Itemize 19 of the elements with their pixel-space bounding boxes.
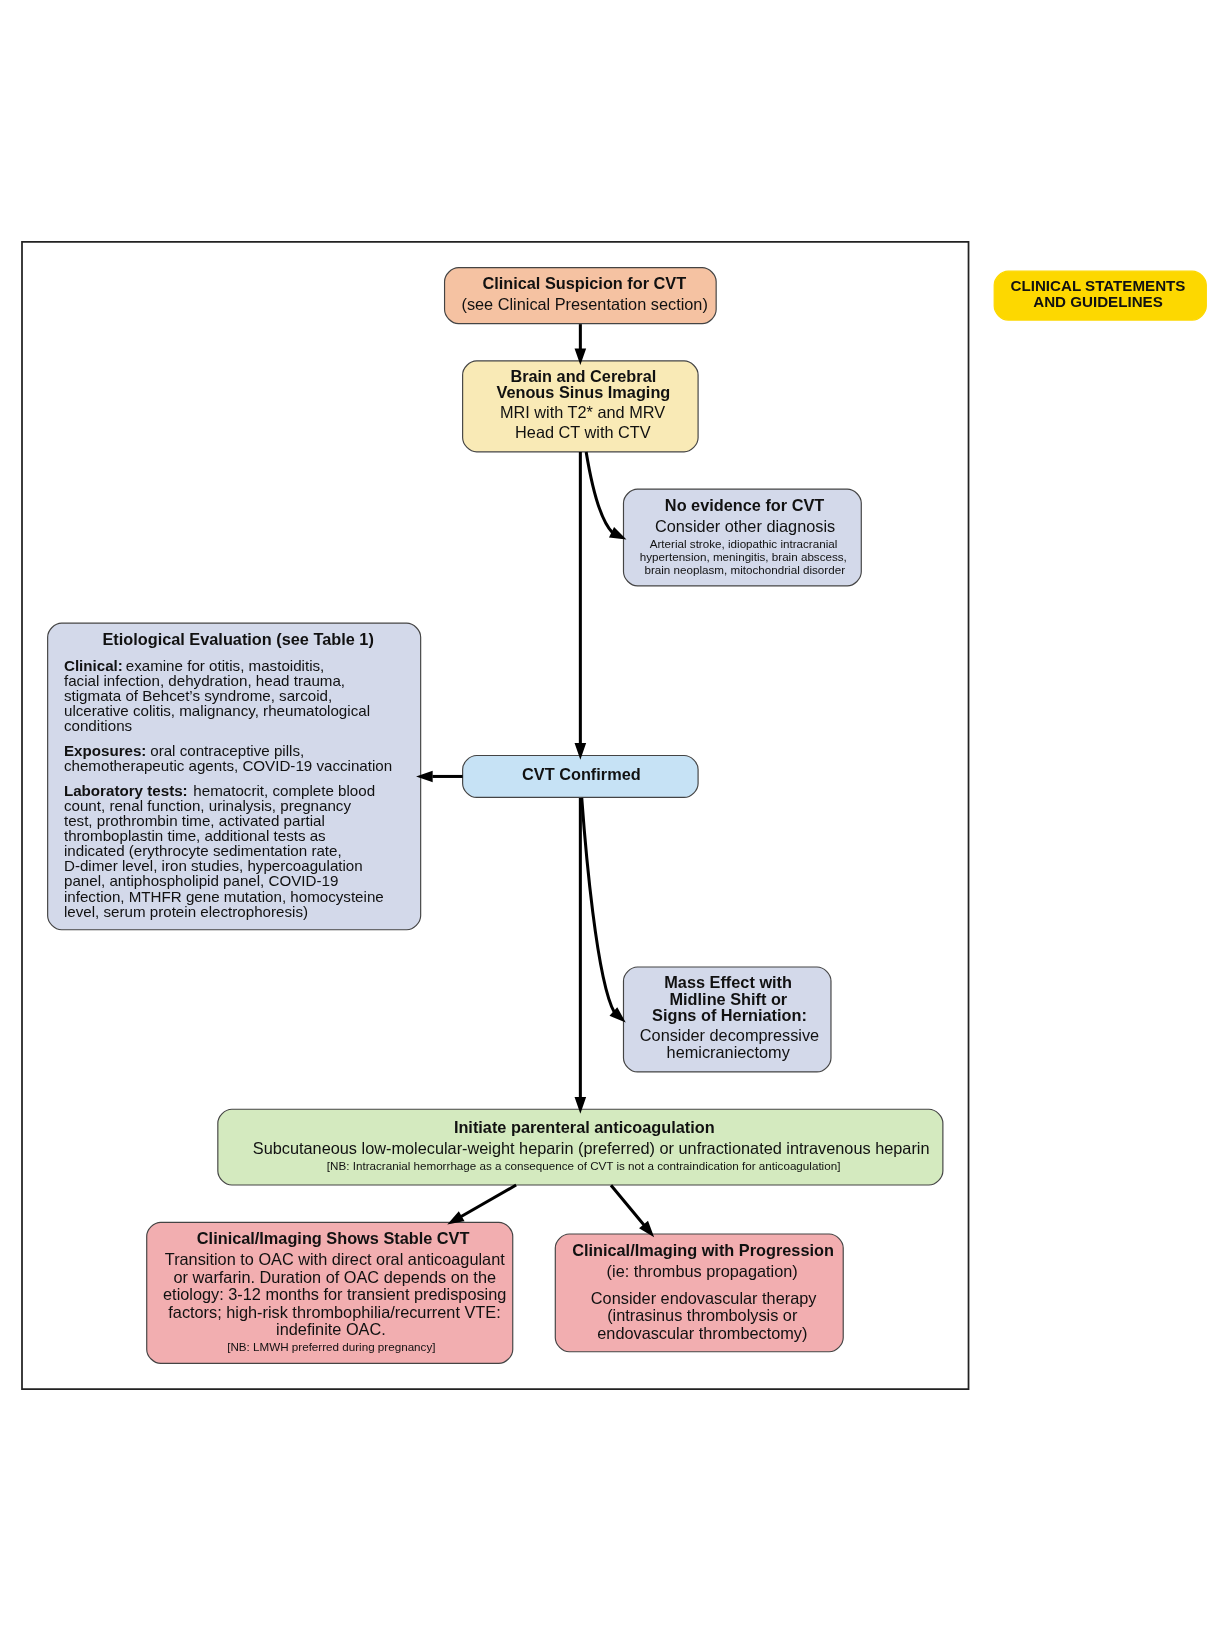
node-box: Initiate parenteral anticoagulation Subcutaneous low-molecular-weight heparin (preferred) or unfractionated intravenous heparin [NB: Intracranial hemorrhage as a consequence of CVT is not a contraindication for anticoagulation] [217, 1108, 944, 1186]
arrow [574, 451, 587, 760]
arrow [584, 451, 627, 540]
node-box: CVT Confirmed [462, 754, 699, 798]
node-box: Etiological Evaluation (see Table 1) Clinical: examine for otitis, mastoiditis, facial infection, dehydration, head trauma, stigmata of Behcet’s syndrome, sarcoid, ulcerative colitis, malignancy, rheumatological conditions Exposures: oral contraceptive pills, chemotherapeutic agents, COVID-19 vaccination Laboratory tests: hematocrit, complete blood count, renal function, urinalysis, pregnancy test, prothrombin time, activated partial thromboplastin time, additional tests as indicated (erythrocyte sedimentation rate, D-dimer level, iron studies, hypercoagulation panel, antiphospholipid panel, COVID-19 infection, MTHFR gene mutation, homocysteine level, serum protein electrophoresis) [47, 622, 422, 931]
node-box: Mass Effect with Midline Shift or Signs of Herniation: Consider decompressive hemicraniectomy [622, 966, 832, 1073]
node-box: Clinical/Imaging with Progression (ie: thrombus propagation) Consider endovascular therapy (intrasinus thrombolysis or endovascular thrombectomy) [554, 1233, 844, 1353]
node-box: CLINICAL STATEMENTS AND GUIDELINES [993, 270, 1207, 321]
node-box: Clinical Suspicion for CVT (see Clinical Presentation section) [443, 267, 717, 325]
node-box: No evidence for CVT Consider other diagnosis Arterial stroke, idiopathic intracranial hypertension, meningitis, brain abscess, brain neoplasm, mitochondrial disorder [622, 488, 862, 587]
arrow [580, 797, 626, 1023]
arrow [447, 1183, 517, 1225]
node-box: Brain and Cerebral Venous Sinus Imaging MRI with T2* and MRV Head CT with CTV [462, 360, 699, 453]
arrow [609, 1184, 655, 1238]
arrow [574, 797, 587, 1114]
node-box: Clinical/Imaging Shows Stable CVT Transition to OAC with direct oral anticoagulant or warfarin. Duration of OAC depends on the etiology: 3-12 months for transient predisposing factors; high-risk thrombophilia/recurrent VTE: indefinite OAC. [NB: LMWH preferred during pregnancy] [146, 1221, 514, 1364]
arrow [574, 324, 587, 366]
arrow [416, 770, 463, 783]
cluster [21, 241, 970, 1390]
